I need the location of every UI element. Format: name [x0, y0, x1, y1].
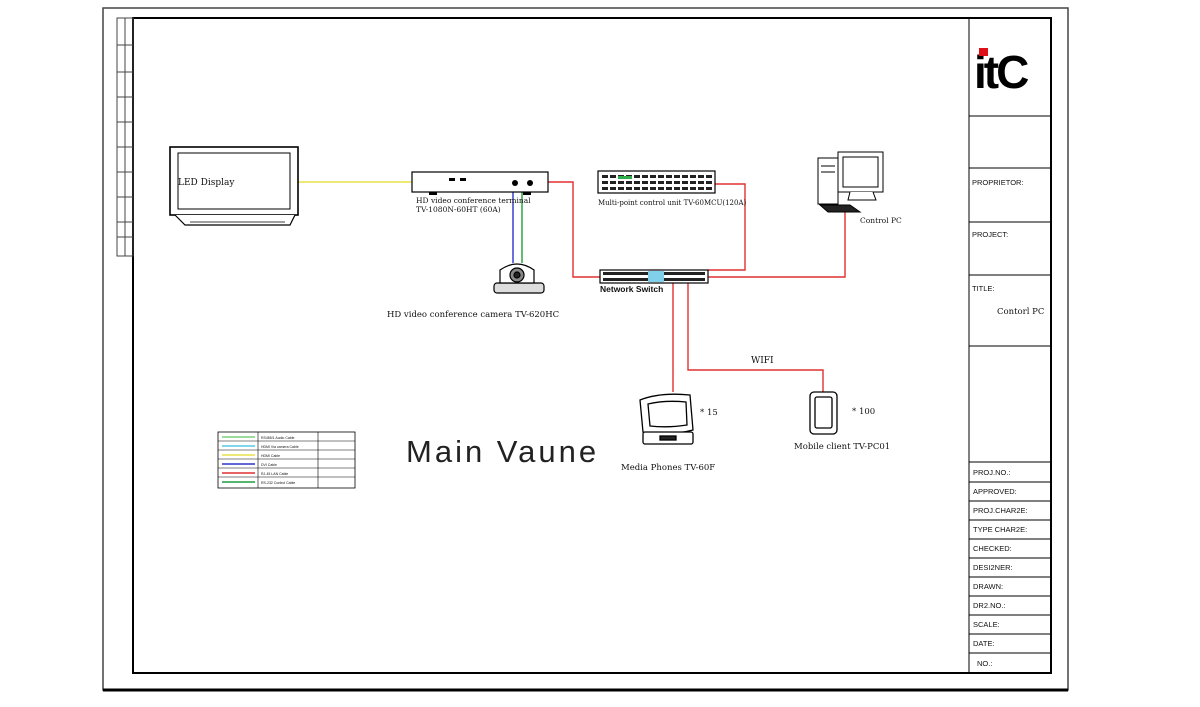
lan-pc-switch [708, 210, 846, 278]
legend-label-control: RS-232 Control Cable [261, 481, 295, 485]
legend-label-audio: RS485/1 Audio Cable [261, 436, 295, 440]
title-block [968, 18, 1051, 673]
title-value: Contorl PC [997, 307, 1044, 317]
mobile-client-label: Mobile client TV-PC01 [794, 442, 890, 452]
camera-label: HD video conference camera TV-620HC [387, 310, 559, 320]
terminal-device [411, 171, 549, 195]
field-drawn: DRAWN: [973, 582, 1003, 591]
field-date: DATE: [973, 639, 995, 648]
title-label: TITLE: [972, 284, 995, 293]
network-switch-device [599, 269, 709, 284]
network-switch-label: Network Switch [600, 284, 663, 294]
field-no: NO.: [977, 659, 992, 668]
terminal-label-line1: HD video conference terminal [416, 196, 531, 205]
led-display-device [169, 146, 299, 226]
camera-device [493, 263, 545, 294]
field-proj-no: PROJ.NO.: [973, 468, 1011, 477]
wifi-label: WIFI [751, 356, 774, 366]
outer-frame [102, 7, 1069, 691]
field-checked: CHECKED: [973, 544, 1012, 553]
logo-dot [979, 48, 988, 56]
terminal-label-line2: TV-1080N-60HT (60A) [416, 205, 501, 214]
mcu-device [597, 170, 716, 194]
proprietor-label: PROPRIETOR: [972, 178, 1024, 187]
media-phone-device [639, 393, 694, 445]
field-type-charge: TYPE CHAR2E: [973, 525, 1027, 534]
left-margin-strip [116, 17, 134, 257]
legend-label-hdmi: HDMI Cable [261, 454, 280, 458]
control-pc-label: Control PC [860, 216, 902, 225]
media-phone-label: Media Phones TV-60F [621, 463, 715, 473]
title-block-fields: PROJ.NO.: APPROVED: PROJ.CHAR2E: TYPE CH… [973, 468, 1028, 668]
field-scale: SCALE: [973, 620, 1000, 629]
field-dr-no: DR2.NO.: [973, 601, 1006, 610]
control-pc-device [817, 151, 884, 213]
cable-legend: RS485/1 Audio Cable HDMI Via camera Cabl… [217, 431, 356, 489]
lan-terminal-switch [548, 181, 600, 278]
led-display-label: LED Display [178, 178, 235, 188]
project-label: PROJECT: [972, 230, 1008, 239]
field-approved: APPROVED: [973, 487, 1017, 496]
mcu-label: Multi-point control unit TV-60MCU(120A) [598, 199, 747, 207]
main-title: Main Vaune [406, 434, 599, 469]
field-proj-charge: PROJ.CHAR2E: [973, 506, 1028, 515]
mobile-client-device [809, 391, 838, 435]
phones-quantity: * 15 [700, 408, 718, 418]
inner-frame [132, 17, 1052, 674]
legend-label-dvi: DVI Cable [261, 463, 277, 467]
field-designer: DESI2NER: [973, 563, 1013, 572]
itc-logo: itC [974, 46, 1031, 98]
legend-label-hdmi-camera: HDMI Via camera Cable [261, 445, 299, 449]
legend-label-lan: RJ-45 LAN Cable [261, 472, 288, 476]
mobile-quantity: * 100 [852, 407, 875, 417]
lan-switch-mobile [687, 283, 824, 392]
connection-lines [298, 181, 846, 392]
lan-mcu-switch [708, 183, 746, 271]
